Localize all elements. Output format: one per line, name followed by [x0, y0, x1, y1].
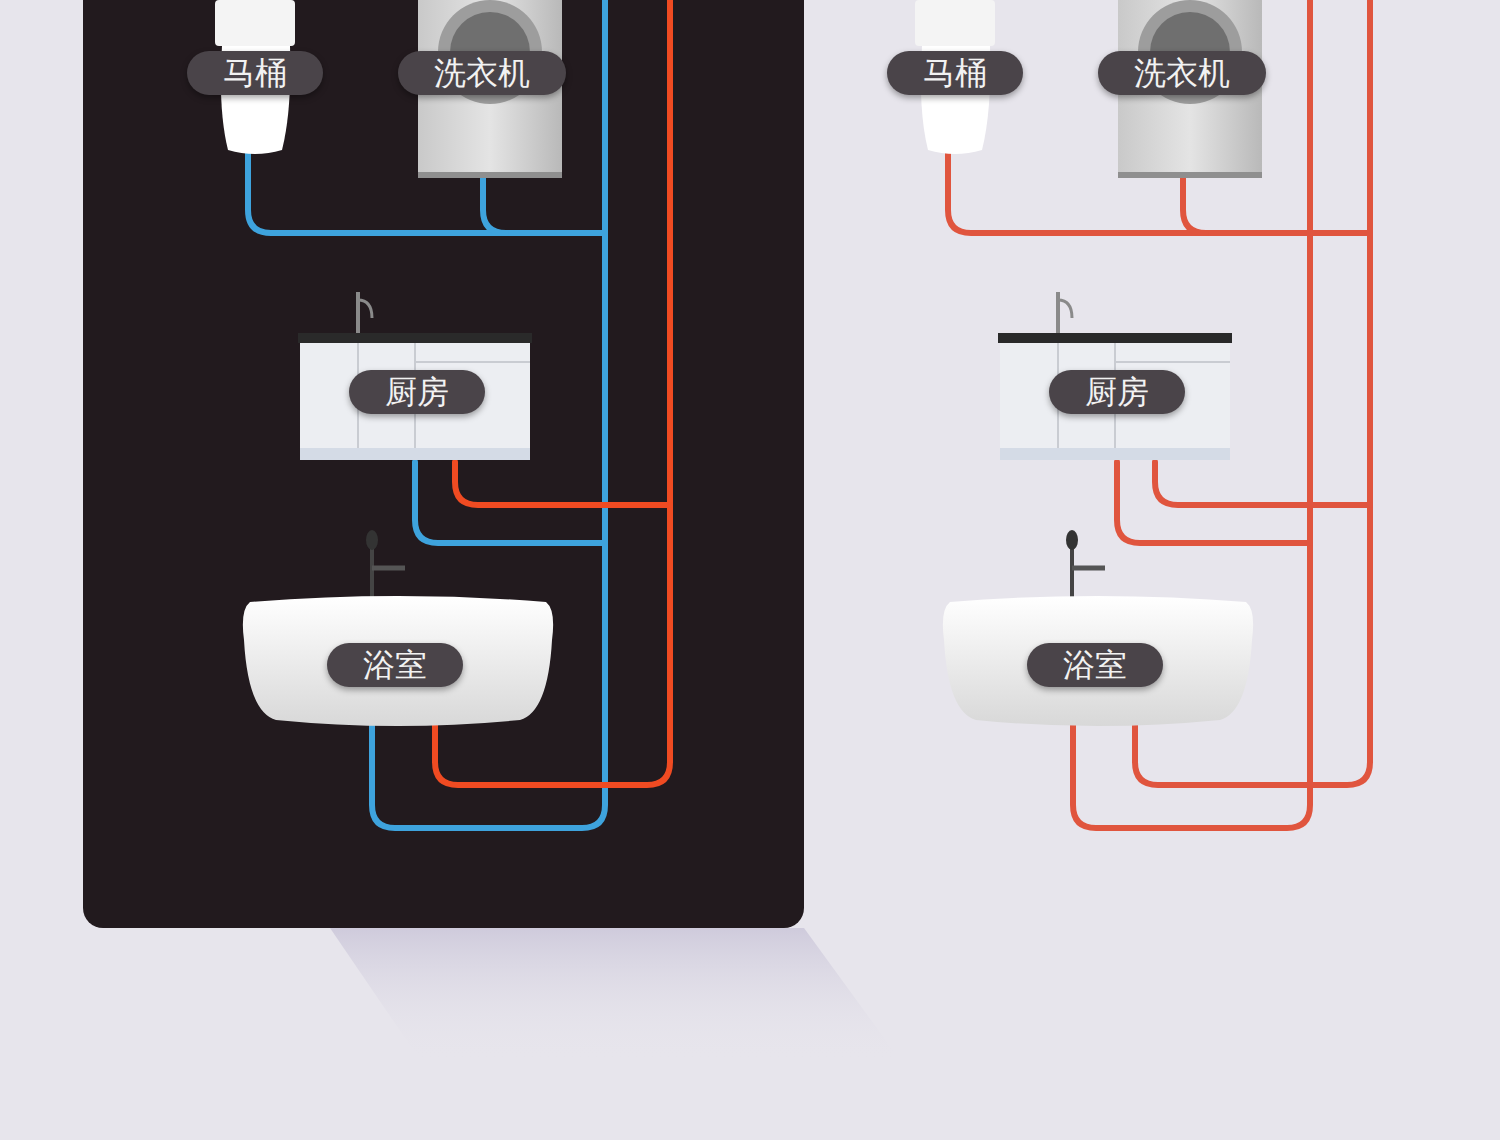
label-text: 浴室 [363, 643, 427, 687]
fixture-label: 马桶 [887, 51, 1023, 95]
label-text: 洗衣机 [434, 51, 530, 95]
label-text: 厨房 [385, 370, 449, 414]
fixture-label: 厨房 [1049, 370, 1185, 414]
label-text: 厨房 [1085, 370, 1149, 414]
fixtures-right [915, 0, 1262, 726]
fixture-label: 洗衣机 [1098, 51, 1266, 95]
fixture-label: 浴室 [1027, 643, 1163, 687]
fixtures-left [215, 0, 562, 726]
dark-panel [83, 0, 804, 928]
fixture-label: 厨房 [349, 370, 485, 414]
label-text: 马桶 [223, 51, 287, 95]
panel-shadow [330, 928, 900, 1060]
label-text: 马桶 [923, 51, 987, 95]
fixture-label: 马桶 [187, 51, 323, 95]
label-text: 浴室 [1063, 643, 1127, 687]
fixture-label: 洗衣机 [398, 51, 566, 95]
label-text: 洗衣机 [1134, 51, 1230, 95]
fixture-label: 浴室 [327, 643, 463, 687]
